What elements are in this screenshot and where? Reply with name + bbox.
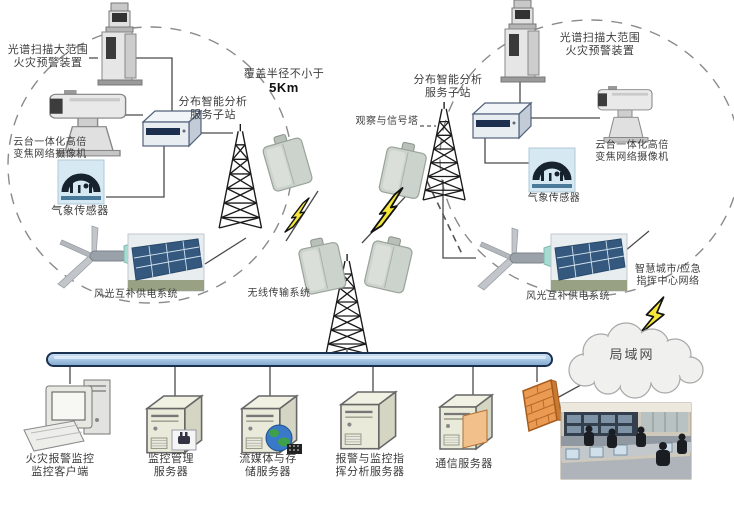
label-smart-city-network: 智慧城市/应急 指挥中心网络 bbox=[634, 264, 702, 287]
label-power-left: 风光互补供电系统 bbox=[94, 289, 178, 300]
lightning-icon bbox=[284, 197, 310, 233]
label-weather-left: 气象传感器 bbox=[51, 205, 109, 217]
substation-box-right bbox=[472, 102, 532, 139]
fire-warning-device-left bbox=[97, 2, 143, 86]
door-panel-icon bbox=[462, 409, 488, 449]
lightning-icon bbox=[370, 187, 404, 234]
fire-warning-device-right bbox=[500, 0, 546, 83]
client-computer bbox=[23, 379, 111, 452]
connector-lines bbox=[69, 57, 650, 399]
plug-icon bbox=[171, 429, 197, 451]
lan-cloud bbox=[568, 322, 704, 399]
label-camera-right: 云台一体化高倍 变焦网络摄像机 bbox=[595, 140, 669, 163]
label-coverage-radius: 覆盖半径不小于 5Km bbox=[234, 55, 334, 107]
weather-sensor-icon-left bbox=[58, 160, 104, 204]
label-fire-device-right: 光谱扫描大范围 火灾预警装置 bbox=[559, 32, 641, 57]
network-bus-bar bbox=[46, 352, 553, 367]
label-server-streaming-storage: 流媒体与存 储服务器 bbox=[239, 453, 297, 478]
solar-panels-left bbox=[127, 233, 205, 292]
globe-media-icon bbox=[265, 424, 302, 454]
label-power-right: 风光互补供电系统 bbox=[526, 291, 610, 302]
signal-tower-left bbox=[218, 123, 263, 229]
label-fire-device-left: 光谱扫描大范围 火灾预警装置 bbox=[7, 44, 89, 69]
weather-sensor-icon-right bbox=[529, 148, 575, 192]
label-server-alarm-command: 报警与监控指 挥分析服务器 bbox=[335, 453, 405, 478]
label-weather-right: 气象传感器 bbox=[527, 193, 581, 204]
label-camera-left: 云台一体化高倍 变焦网络摄像机 bbox=[13, 137, 87, 160]
label-fire-alarm-client: 火灾报警监控 监控客户端 bbox=[25, 453, 95, 478]
radio-panel-icon bbox=[377, 138, 430, 200]
label-lan: 局域网 bbox=[609, 347, 655, 362]
server-alarm-command bbox=[339, 390, 397, 450]
label-substation-left: 分布智能分析 服务子站 bbox=[178, 96, 248, 121]
label-wireless-system: 无线传输系统 bbox=[247, 288, 311, 299]
radio-panel-icon bbox=[295, 234, 348, 296]
label-server-communication: 通信服务器 bbox=[435, 458, 493, 470]
solar-panels-right bbox=[550, 233, 628, 292]
radio-panel-icon bbox=[363, 232, 416, 295]
label-substation-right: 分布智能分析 服务子站 bbox=[413, 74, 483, 99]
radio-panel-icon bbox=[259, 129, 314, 193]
control-room-photo bbox=[560, 402, 692, 480]
ptz-camera-right bbox=[596, 84, 654, 144]
label-server-monitor-management: 监控管理 服务器 bbox=[148, 453, 194, 478]
wind-turbine-right bbox=[477, 227, 563, 291]
coverage-text: 覆盖半径不小于 bbox=[243, 68, 325, 80]
firewall bbox=[522, 378, 563, 433]
coverage-circle-right bbox=[439, 19, 734, 297]
dashed-link-tower-right bbox=[426, 180, 463, 255]
label-observe-tower: 观察与信号塔 bbox=[355, 116, 419, 127]
coverage-distance: 5Km bbox=[269, 80, 299, 95]
